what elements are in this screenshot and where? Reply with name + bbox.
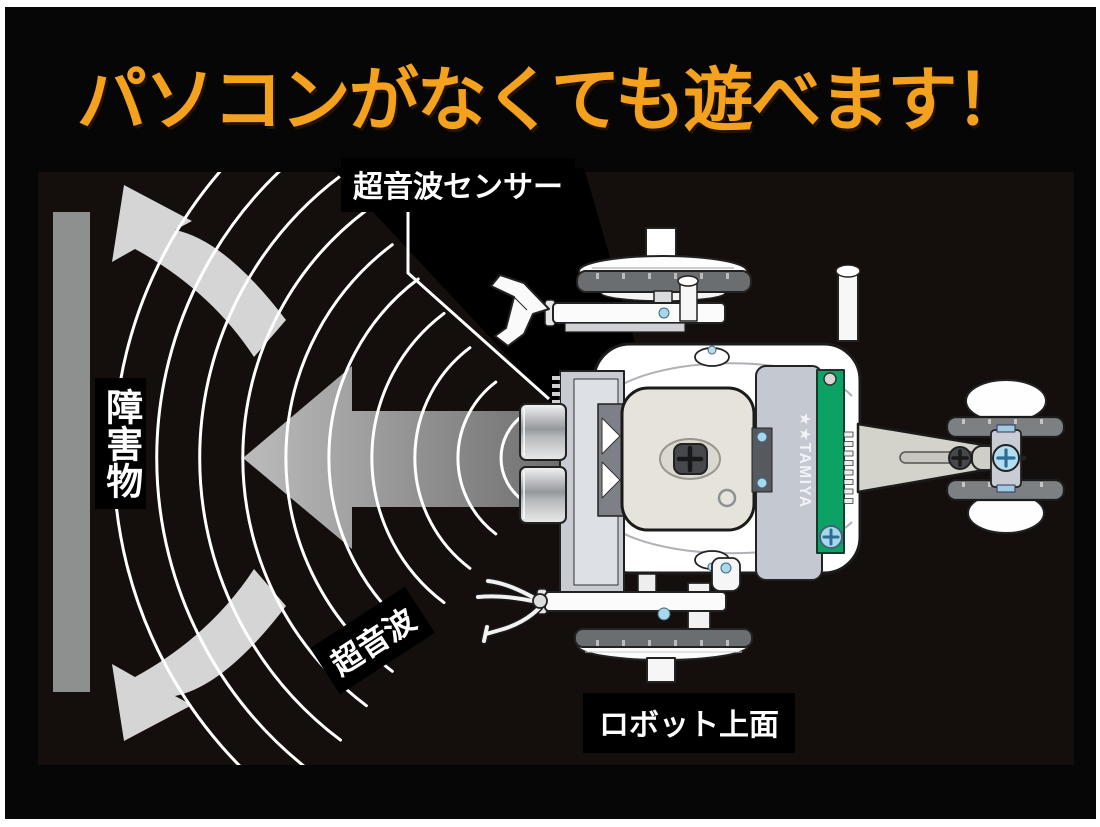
drive-wheel-bottom [574, 628, 753, 683]
label-ultrasonic-sensor: 超音波センサー [341, 158, 575, 212]
whisker-switch-bottom [474, 557, 741, 645]
label-robot-top-view: ロボット上面 [583, 693, 795, 753]
motor-unit [620, 386, 756, 532]
whisker-claw-icon [490, 274, 550, 347]
drive-wheel-top [576, 227, 752, 307]
ultrasonic-sensor [519, 403, 567, 524]
wheel-tire [574, 628, 753, 648]
whisker-wire-icon [474, 577, 548, 645]
sensor-leader-line [406, 202, 550, 401]
whisker-switch-top [490, 274, 726, 347]
transducer-bottom [519, 466, 567, 524]
circuit-board [816, 369, 854, 554]
deflect-arrows [112, 185, 286, 741]
tail-caster [856, 379, 1066, 534]
screw-blue-icon [658, 307, 670, 319]
rear-panel: ★★TAMIYA [751, 365, 823, 581]
approach-arrow-icon [243, 366, 560, 549]
tamiya-logo: ★★TAMIYA [796, 412, 813, 509]
screw-blue-icon [657, 607, 671, 621]
ultrasonic-wave-arcs [112, 172, 524, 765]
obstacle-bar [53, 212, 90, 692]
wheel-axle-stub [646, 657, 676, 683]
caster-ball-top [965, 379, 1047, 423]
connector-pins [843, 431, 854, 504]
wheel-tire [576, 270, 752, 293]
transducer-top [519, 403, 567, 461]
gearbox [597, 403, 625, 517]
label-obstacle: 障害物 [95, 378, 146, 509]
deflect-arrow-down-icon [112, 569, 286, 741]
headline-text: パソコンがなくても遊べます！ [76, 61, 1025, 139]
robot-illustration: ★★TAMIYA [474, 227, 1066, 683]
deflect-arrow-up-icon [112, 185, 286, 357]
